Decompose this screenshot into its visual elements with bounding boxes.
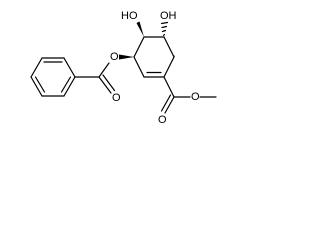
bond-o-carbonyl-carbon: [98, 62, 110, 78]
ring-bond-c2-c3: [163, 36, 175, 58]
methyl-ester-carbonyl-bond-2: [160, 94, 172, 112]
ring-bond-c6-c1: [133, 36, 145, 58]
methyl-ester-carbonyl-bond-1: [164, 96, 175, 114]
chemical-structure-diagram: HO OH O O O O: [30, 10, 217, 126]
benzoyl-carbonyl-oxygen-label: O: [112, 92, 121, 104]
bond-ring-ester-carbon: [163, 76, 175, 98]
ring-bond-c3-c4: [163, 56, 175, 78]
benzoyl-carbonyl-bond-1: [98, 76, 112, 94]
hashed-bond-c2-oh: [160, 21, 169, 37]
methyl-ester-carbonyl-oxygen-label: O: [158, 114, 167, 126]
ho-label: HO: [121, 10, 138, 22]
phenyl-bond-6: [63, 76, 76, 97]
methyl-ester-alkoxy-oxygen-label: O: [191, 91, 200, 103]
phenyl-bond-3: [30, 57, 43, 78]
phenyl-inner-double-3: [60, 76, 72, 93]
wedge-bond-c6-o: [119, 54, 134, 60]
ester-oxygen-label: O: [110, 51, 119, 63]
wedge-bond-c1-oh: [136, 21, 144, 37]
oh-label: OH: [160, 10, 177, 22]
benzoyl-ester-group: O O: [74, 51, 134, 104]
hydroxyl-groups: HO OH: [121, 10, 177, 37]
benzoyl-carbonyl-bond-2: [102, 74, 116, 92]
ring-bond-c5-c6: [133, 56, 145, 78]
methyl-ester-group: O O: [158, 55, 217, 126]
phenyl-bond-4: [30, 76, 43, 97]
phenyl-inner-double-2: [34, 76, 46, 93]
phenyl-ring: [30, 57, 76, 97]
cyclohexene-ring: [133, 36, 175, 78]
phenyl-bond-1: [63, 57, 76, 78]
